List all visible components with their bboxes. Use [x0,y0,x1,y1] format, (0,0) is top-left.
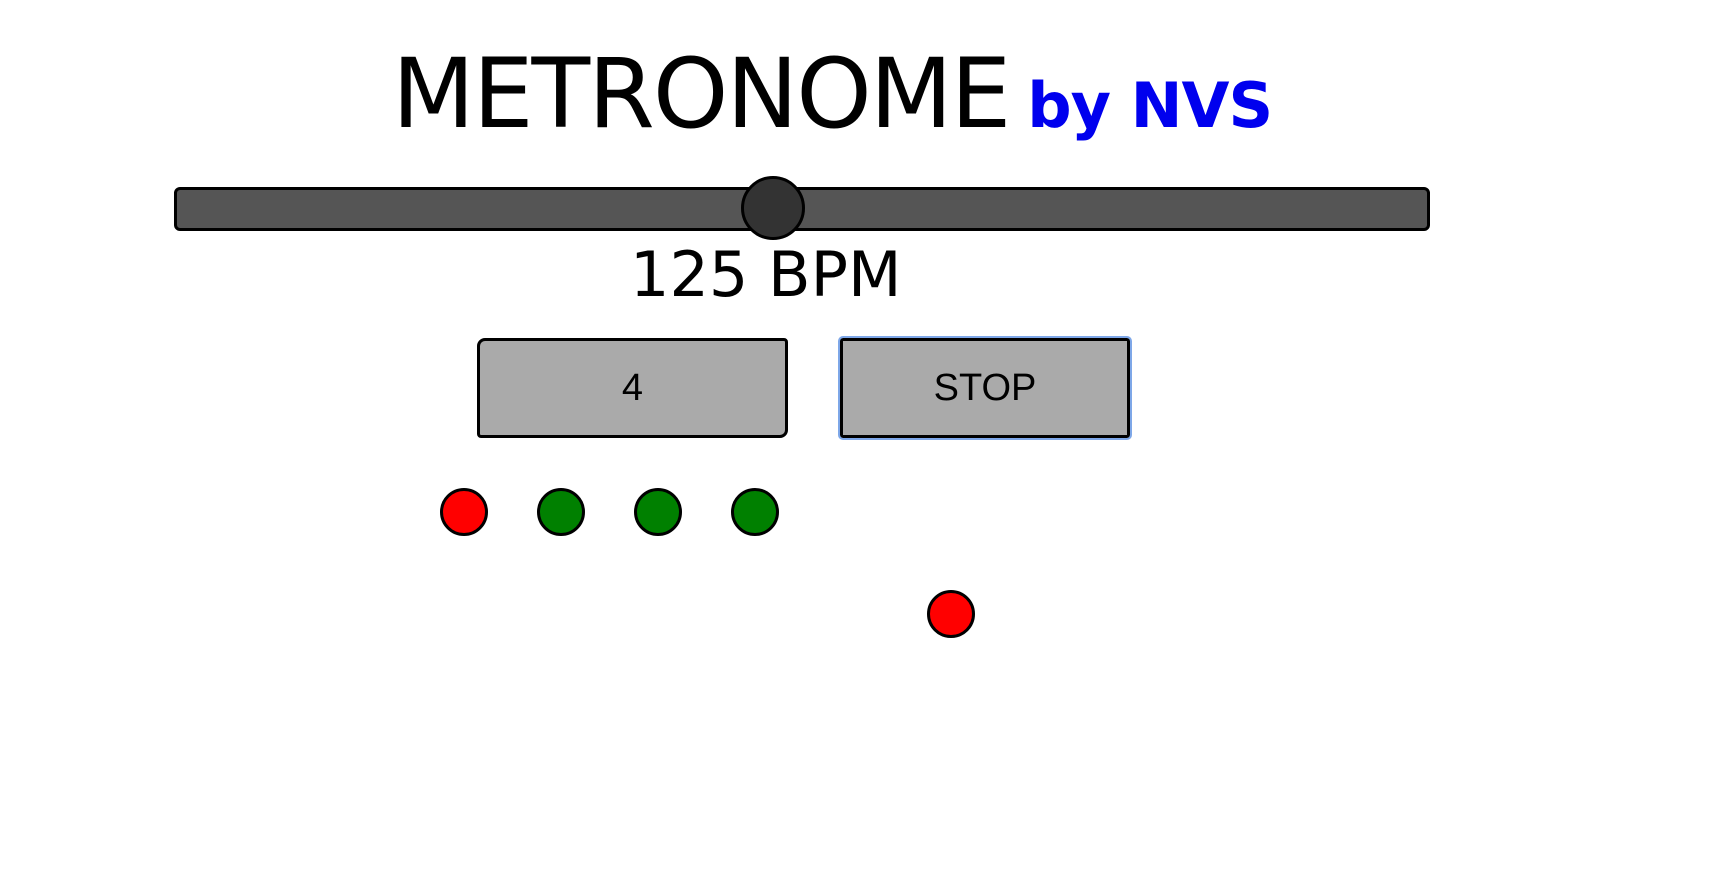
title-main: METRONOME [392,38,1011,150]
beats-per-measure-button[interactable]: 4 [477,338,788,438]
beat-indicator-1 [440,488,488,536]
stop-button[interactable]: STOP [838,336,1132,440]
beat-indicator-3 [634,488,682,536]
tempo-slider-thumb[interactable] [740,176,805,240]
title-byline: by NVS [1027,69,1273,142]
pendulum-indicator [927,590,975,638]
beat-indicator-4 [731,488,779,536]
tempo-slider[interactable] [174,176,1430,240]
bpm-readout: 125 BPM [630,238,902,311]
beat-indicator-2 [537,488,585,536]
